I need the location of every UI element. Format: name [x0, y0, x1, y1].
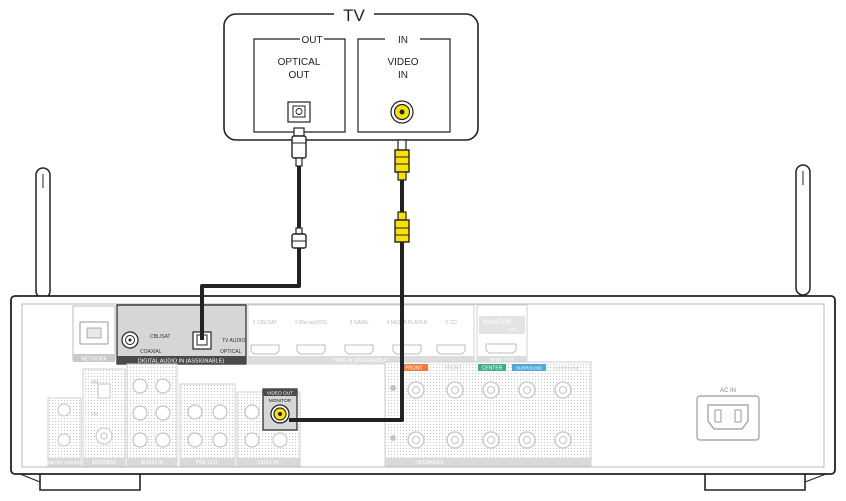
hdmi-out-label: HDMI OUT	[490, 358, 515, 364]
network-port-group: NETWORK	[72, 305, 116, 363]
hdmi-port-5	[436, 344, 466, 355]
video-out-monitor-jack	[270, 404, 290, 424]
hdmi-port-4	[392, 344, 422, 355]
tv-in-panel	[357, 38, 451, 133]
hdmi-input-4-label: 4 MEDIA PLAYER	[387, 320, 428, 326]
speaker-label-surround-r: SURROUND	[516, 366, 543, 371]
tv-optical-out-jack	[287, 101, 311, 123]
speakers-group: FRONT FRONT CENTER SURROUND SURROUND SPE…	[384, 361, 592, 467]
monitor-jack-label: MONITOR	[269, 398, 292, 404]
tv-video-label-2: IN	[398, 70, 408, 81]
tv-out-header: OUT	[301, 35, 322, 46]
antenna-terminal-group: AM FM ANTENNA	[82, 368, 126, 467]
optical-cable	[200, 127, 307, 340]
tv-in-header: IN	[398, 35, 408, 46]
coaxial-jack	[121, 331, 139, 349]
ac-in-label: AC IN	[720, 388, 736, 394]
hdmi-in-label: HDMI IN (ASSIGNABLE)	[333, 358, 389, 364]
tv-video-label-1: VIDEO	[387, 57, 418, 68]
digital-audio-panel: DIGITAL AUDIO IN (ASSIGNABLE) CBL/SAT CO…	[116, 304, 247, 365]
arc-label: ARC	[508, 327, 518, 332]
speaker-label-front-l: FRONT	[444, 366, 461, 372]
hdmi-input-5-label: 5 CD	[445, 320, 457, 326]
tv-title: TV	[343, 6, 365, 25]
speaker-label-surround-l: SURROUND	[553, 366, 580, 371]
video-cable	[289, 139, 410, 422]
pre-out-group: PRE OUT	[179, 383, 236, 467]
tv-video-in-jack	[390, 100, 414, 124]
hdmi-in-group: HDMI IN (ASSIGNABLE) 1 CBL/SAT 2 Blu-ray…	[247, 304, 475, 365]
hdmi-input-2-label: 2 Blu-ray/DVD	[295, 320, 327, 326]
speaker-label-front-r: FRONT	[405, 366, 422, 372]
network-label: NETWORK	[81, 357, 107, 363]
video-out-label: VIDEO OUT	[267, 391, 293, 397]
hdmi-out-port	[485, 343, 517, 354]
tv-audio-label: TV AUDIO	[222, 338, 245, 344]
hdmi-input-1-label: 1 CBL/SAT	[253, 320, 278, 326]
video-out-highlight: VIDEO OUT MONITOR	[262, 388, 298, 431]
coaxial-label: COAXIAL	[140, 349, 162, 355]
tv-box: TV OUT OPTICAL OUT IN VIDEO IN	[223, 4, 479, 141]
speakers-label: SPEAKERS	[417, 460, 445, 466]
remote-control-group: REMOTE CONTROL	[43, 397, 86, 467]
optical-label: OPTICAL	[220, 349, 242, 355]
monitor-label: MONITOR	[483, 320, 512, 326]
hdmi-port-3	[344, 344, 374, 355]
audio-in-group: AUDIO IN	[126, 363, 178, 467]
hdmi-out-group: MONITOR ARC HDMI OUT	[476, 304, 528, 365]
tv-optical-label-1: OPTICAL	[278, 57, 321, 68]
cbl-sat-label: CBL/SAT	[150, 334, 170, 340]
antenna-label: ANTENNA	[92, 460, 117, 466]
tv-optical-label-2: OUT	[288, 70, 309, 81]
pre-out-label: PRE OUT	[196, 460, 218, 466]
remote-label: REMOTE CONTROL	[43, 460, 86, 465]
am-label: AM	[91, 380, 99, 386]
hdmi-port-1	[250, 344, 280, 355]
hdmi-port-2	[296, 344, 326, 355]
speaker-label-center: CENTER	[482, 366, 503, 372]
video-in-label: VIDEO IN	[257, 460, 279, 466]
digital-audio-label: DIGITAL AUDIO IN (ASSIGNABLE)	[138, 359, 225, 365]
hdmi-input-3-label: 3 GAME	[350, 320, 370, 326]
ac-in-group: AC IN	[696, 388, 760, 441]
audio-in-label: AUDIO IN	[141, 460, 164, 466]
fm-label: FM	[91, 412, 98, 418]
